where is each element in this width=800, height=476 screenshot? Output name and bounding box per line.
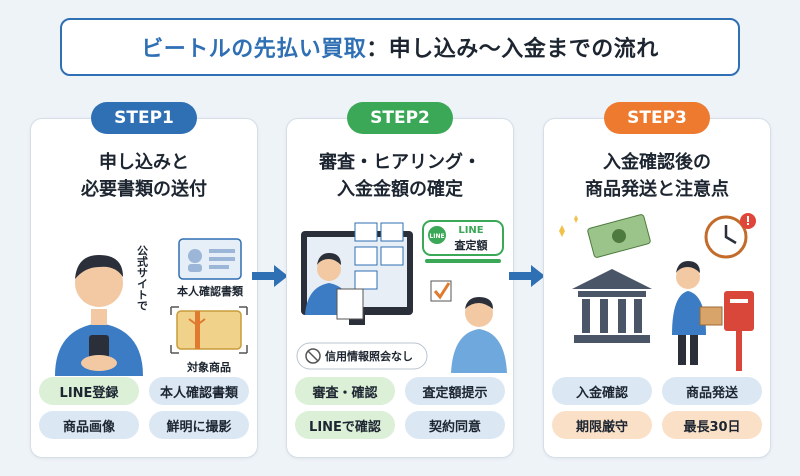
step2-badge: STEP2: [347, 102, 453, 134]
item-label: 対象商品: [186, 360, 231, 374]
step3-title-line2: 商品発送と注意点: [585, 179, 729, 200]
tag-clear-photo: 鮮明に撮影: [149, 411, 249, 439]
notice-pill: 信用情報照会なし: [296, 342, 428, 370]
title-rest: ：申し込み〜入金までの流れ: [366, 37, 659, 62]
side-label: 公式サイトで: [136, 245, 149, 311]
step2-illustration: LINE LINE 査定額 信用情報照会なし: [296, 220, 507, 373]
step1-illustration: 公式サイトで 本人確認書類 対象商品: [55, 238, 248, 376]
step3-illustration: [559, 213, 756, 371]
bubble-text: 査定額: [455, 238, 488, 252]
person-phone-icon: [55, 255, 143, 376]
step3-badge: STEP3: [604, 102, 710, 134]
tag-product-image: 商品画像: [39, 411, 139, 439]
step2-title-line2: 入金金額の確定: [337, 179, 463, 200]
tag-line-confirm: LINEで確認: [295, 411, 395, 439]
tag-shipping: 商品発送: [662, 377, 762, 405]
page-title: ビートルの先払い買取：申し込み〜入金までの流れ: [60, 18, 740, 76]
delivery-person-icon: [672, 261, 723, 365]
id-card-icon: [178, 238, 242, 280]
tag-line-register: LINE登録: [39, 377, 139, 405]
clock-icon: [704, 213, 756, 259]
step1-badge: STEP1: [91, 102, 197, 134]
gift-card-icon: [170, 306, 248, 354]
step3-title: 入金確認後の 商品発送と注意点: [544, 149, 770, 203]
arrow-right-icon: [509, 265, 545, 287]
tag-appraisal: 査定額提示: [405, 377, 505, 405]
step1-title: 申し込みと 必要書類の送付: [31, 149, 257, 203]
no-credit-check-icon: [305, 348, 321, 364]
tag-deadline: 期限厳守: [552, 411, 652, 439]
line-mini-logo: LINE: [429, 233, 444, 240]
title-highlight: ビートルの先払い買取: [141, 37, 367, 62]
tag-contract: 契約同意: [405, 411, 505, 439]
doc-label: 本人確認書類: [177, 284, 244, 298]
tag-screening: 審査・確認: [295, 377, 395, 405]
line-word: LINE: [458, 225, 483, 236]
staff-person-icon: [305, 253, 364, 320]
money-bank-icon: [559, 214, 652, 343]
step2-title: 審査・ヒアリング・ 入金金額の確定: [287, 149, 513, 203]
mailbox-icon: [724, 291, 754, 371]
tag-payment-confirm: 入金確認: [552, 377, 652, 405]
step1-card: 申し込みと 必要書類の送付 公式サイトで 本人確認書類: [30, 118, 258, 458]
step1-title-line1: 申し込みと: [99, 152, 189, 173]
customer-person-icon: [430, 280, 507, 373]
step2-card: 審査・ヒアリング・ 入金金額の確定 LINE LINE 査定額: [286, 118, 514, 458]
step1-title-line2: 必要書類の送付: [81, 179, 207, 200]
notice-text: 信用情報照会なし: [325, 349, 413, 363]
tag-id-docs: 本人確認書類: [149, 377, 249, 405]
step2-title-line1: 審査・ヒアリング・: [319, 152, 481, 173]
step3-title-line1: 入金確認後の: [603, 152, 711, 173]
tag-max-30-days: 最長30日: [662, 411, 762, 439]
arrow-right-icon: [252, 265, 288, 287]
line-chat-icon: LINE LINE 査定額: [422, 220, 504, 263]
step3-card: 入金確認後の 商品発送と注意点: [543, 118, 771, 458]
